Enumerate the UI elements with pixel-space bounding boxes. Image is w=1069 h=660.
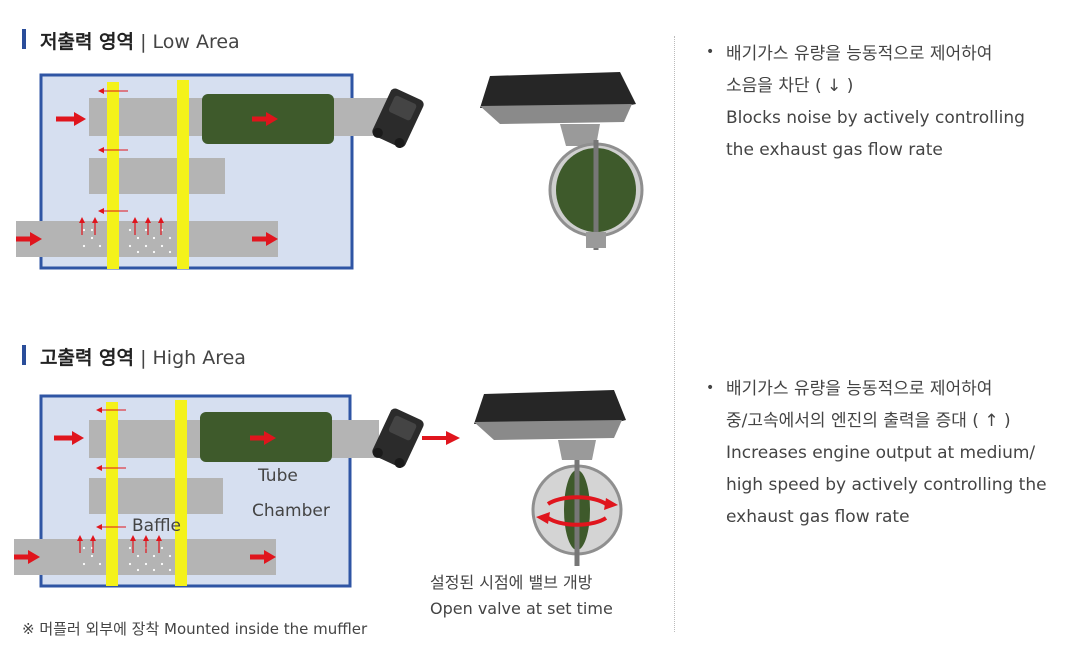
low-desc-ko-1: 배기가스 유량을 능동적으로 제어하여	[726, 44, 993, 64]
low-actuator	[372, 88, 424, 149]
low-bullet-dot: •	[706, 44, 715, 60]
low-area-description: 배기가스 유량을 능동적으로 제어하여 소음을 차단 ( ↓ ) Blocks …	[726, 38, 1025, 166]
valve-caption-en: Open valve at set time	[430, 599, 613, 618]
low-area-title-en: Low Area	[152, 31, 240, 53]
low-baffle-left	[107, 82, 119, 269]
low-valve	[480, 72, 644, 250]
high-area-description: 배기가스 유량을 능동적으로 제어하여 중/고속에서의 엔진의 출력을 증대 (…	[726, 373, 1047, 533]
high-baffle-left	[106, 402, 118, 586]
low-backflow-arrows	[98, 88, 128, 214]
high-area-title-separator: |	[140, 347, 147, 369]
low-area-title-bar	[22, 29, 26, 49]
high-flow-arrows	[14, 431, 460, 564]
high-bullet-dot: •	[706, 380, 715, 396]
high-backflow-arrows	[96, 407, 126, 530]
low-baffle-right	[177, 80, 189, 269]
low-desc-ko-2: 소음을 차단 ( ↓ )	[726, 76, 854, 96]
chamber-label: Chamber	[252, 501, 330, 521]
low-up-arrows	[79, 217, 164, 235]
high-desc-en-3: exhaust gas flow rate	[726, 507, 910, 527]
valve-caption-ko: 설정된 시점에 밸브 개방	[430, 573, 593, 592]
high-desc-en-1: Increases engine output at medium/	[726, 443, 1036, 463]
high-desc-ko-2: 중/고속에서의 엔진의 출력을 증대 ( ↑ )	[726, 411, 1011, 431]
low-lower-tube	[16, 221, 278, 257]
mounting-note: ※ 머플러 외부에 장착 Mounted inside the muffler	[22, 620, 368, 638]
high-desc-ko-1: 배기가스 유량을 능동적으로 제어하여	[726, 379, 993, 399]
high-area-title-en: High Area	[152, 347, 246, 369]
low-area-title: 저출력 영역 | Low Area	[40, 27, 240, 54]
high-valve	[474, 390, 626, 566]
high-area-title: 고출력 영역 | High Area	[40, 343, 246, 370]
low-area-title-ko: 저출력 영역	[40, 31, 135, 53]
valve-caption: 설정된 시점에 밸브 개방 Open valve at set time	[430, 570, 613, 622]
low-desc-en-2: the exhaust gas flow rate	[726, 140, 943, 160]
low-area-title-separator: |	[140, 31, 147, 53]
high-up-arrows	[77, 535, 162, 553]
high-area-title-ko: 고출력 영역	[40, 347, 135, 369]
high-desc-en-2: high speed by actively controlling the	[726, 475, 1047, 495]
baffle-label: Baffle	[132, 516, 181, 536]
low-perforation-dots	[82, 228, 172, 254]
low-desc-en-1: Blocks noise by actively controlling	[726, 108, 1025, 128]
column-divider	[674, 36, 675, 632]
low-flow-arrows	[16, 112, 278, 246]
high-lower-tube	[14, 539, 276, 575]
high-baffle-right	[175, 400, 187, 586]
tube-label: Tube	[258, 466, 298, 486]
low-area-diagram	[16, 72, 644, 270]
high-area-title-bar	[22, 345, 26, 365]
high-perforation-dots	[82, 546, 172, 572]
high-area-diagram	[14, 390, 626, 588]
high-actuator	[372, 408, 424, 469]
